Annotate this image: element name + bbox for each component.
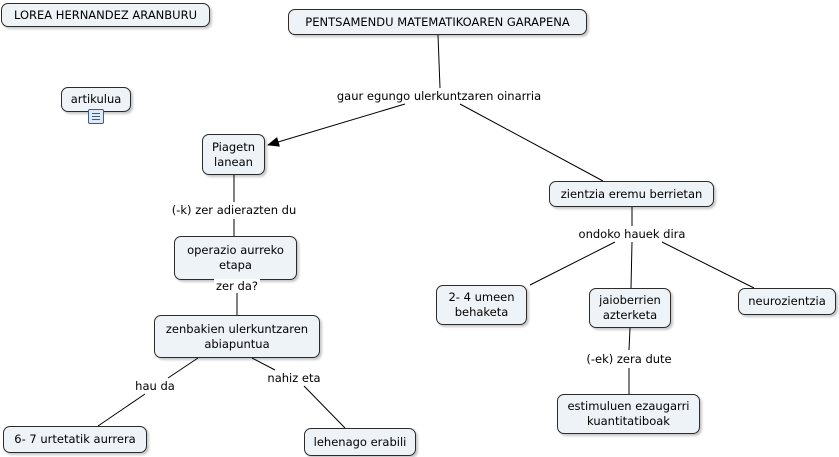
urtetatik-node[interactable]: 6- 7 urtetatik aurrera	[3, 426, 147, 453]
author-node[interactable]: LOREA HERNANDEZ ARANBURU	[1, 3, 210, 27]
document-icon[interactable]	[88, 109, 104, 124]
line-haudа-urtetatik	[97, 393, 146, 427]
zenbakien-node[interactable]: zenbakien ulerkuntzaren abiapuntua	[154, 315, 320, 358]
line-gaur-piaget	[267, 103, 406, 147]
line-gaur-zientzia	[459, 103, 604, 182]
link-label-adierazten: (-k) zer adierazten du	[169, 203, 299, 217]
link-label-ondoko: ondoko hauek dira	[576, 227, 688, 241]
line-zenbakien-haudа	[167, 357, 199, 379]
link-label-gaur: gaur egungo ulerkuntzaren oinarria	[334, 89, 544, 103]
jaioberrien-node[interactable]: jaioberrien azterketa	[589, 288, 671, 328]
neurozientzia-node[interactable]: neurozientzia	[738, 288, 836, 315]
line-jaioberrien-zera	[628, 327, 631, 351]
line-root-gaur	[437, 34, 441, 89]
line-zenbakien-nahiz	[251, 357, 276, 371]
link-label-haudа: hau da	[133, 379, 177, 393]
estimuluen-node[interactable]: estimuluen ezaugarri kuantitatiboak	[557, 394, 700, 434]
link-label-zerda: zer da?	[214, 279, 260, 293]
line-ondoko-jaioberrien	[630, 241, 633, 289]
piaget-node[interactable]: Piagetn lanean	[202, 134, 265, 175]
umeen-node[interactable]: 2- 4 umeen behaketa	[436, 285, 527, 325]
operazio-node[interactable]: operazio aurreko etapa	[174, 236, 297, 280]
link-label-nahiz: nahiz eta	[265, 371, 323, 385]
link-label-zera: (-ek) zera dute	[584, 352, 674, 366]
line-ondoko-neurozientzia	[661, 241, 755, 289]
line-ondoko-umeen	[529, 241, 616, 286]
line-nahiz-lehenago	[303, 385, 346, 429]
root-node[interactable]: PENTSAMENDU MATEMATIKOAREN GARAPENA	[288, 9, 587, 35]
lehenago-node[interactable]: lehenago erabili	[304, 428, 416, 456]
zientzia-node[interactable]: zientzia eremu berrietan	[549, 181, 714, 207]
